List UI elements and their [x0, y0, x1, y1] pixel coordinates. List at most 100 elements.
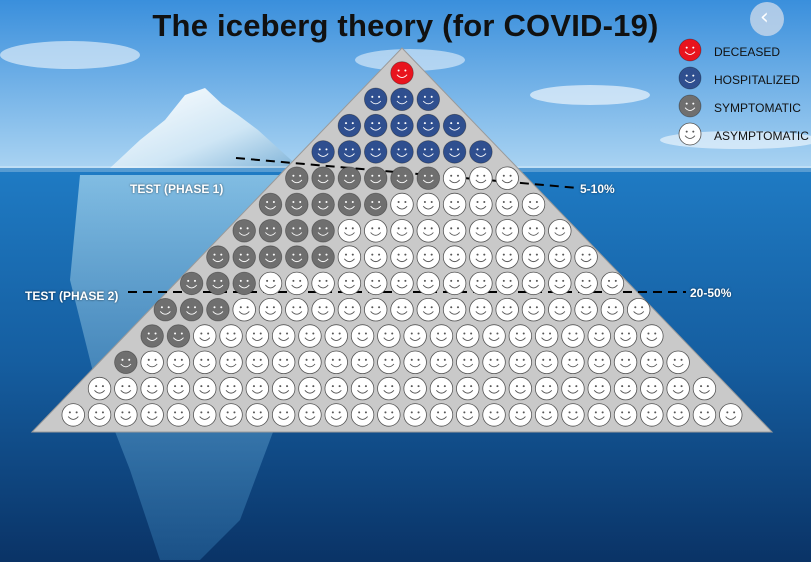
asymptomatic-face [166, 350, 191, 375]
asymptomatic-face [403, 403, 427, 427]
asymptomatic-face [429, 350, 454, 375]
symptomatic-face [285, 219, 309, 243]
asymptomatic-face [403, 324, 427, 348]
asymptomatic-face [193, 324, 217, 348]
asymptomatic-face [416, 192, 441, 217]
asymptomatic-face [640, 324, 664, 348]
symptomatic-face [258, 219, 283, 243]
asymptomatic-face [627, 298, 651, 322]
symptomatic-face [285, 245, 309, 269]
asymptomatic-face [508, 403, 533, 427]
cloud [530, 85, 650, 105]
symptomatic-face [311, 192, 335, 217]
asymptomatic-face [587, 403, 611, 427]
asymptomatic-face [219, 376, 243, 401]
asymptomatic-face [442, 271, 467, 296]
asymptomatic-face [337, 298, 362, 322]
asymptomatic-face [495, 192, 519, 217]
symptomatic-face [311, 166, 335, 190]
asymptomatic-face [561, 350, 585, 375]
asymptomatic-face [521, 298, 546, 322]
asymptomatic-face-icon [678, 122, 702, 146]
asymptomatic-face [390, 298, 414, 322]
asymptomatic-face [271, 376, 296, 401]
asymptomatic-face [719, 403, 743, 427]
asymptomatic-face [469, 245, 493, 269]
asymptomatic-face [508, 350, 533, 375]
asymptomatic-face [482, 376, 506, 401]
asymptomatic-face [587, 350, 611, 375]
asymptomatic-face [561, 376, 585, 401]
asymptomatic-face [416, 271, 441, 296]
asymptomatic-face [587, 376, 611, 401]
chevron-left-icon: ‹ [760, 5, 769, 30]
symptomatic-face [114, 350, 138, 375]
asymptomatic-face [324, 376, 348, 401]
asymptomatic-face [456, 403, 480, 427]
asymptomatic-face [416, 298, 441, 322]
asymptomatic-face [298, 403, 322, 427]
symptomatic-face [337, 192, 362, 217]
asymptomatic-face [548, 271, 572, 296]
asymptomatic-face [350, 324, 375, 348]
asymptomatic-face [285, 271, 309, 296]
asymptomatic-face [469, 192, 493, 217]
asymptomatic-face [495, 298, 519, 322]
previous-slide-button[interactable]: ‹ [750, 2, 784, 36]
symptomatic-face [206, 271, 230, 296]
asymptomatic-face [640, 350, 664, 375]
symptomatic-face [364, 166, 388, 190]
asymptomatic-face [548, 298, 572, 322]
symptomatic-face [285, 166, 309, 190]
asymptomatic-face [613, 403, 638, 427]
asymptomatic-face [469, 219, 493, 243]
asymptomatic-face [193, 350, 217, 375]
symptomatic-face [179, 271, 204, 296]
asymptomatic-face [87, 403, 112, 427]
asymptomatic-face [574, 298, 598, 322]
asymptomatic-face [666, 376, 690, 401]
hospitalized-face [337, 140, 362, 164]
asymptomatic-face [140, 376, 164, 401]
asymptomatic-face [613, 350, 638, 375]
symptomatic-face [258, 192, 283, 217]
symptomatic-face-icon [678, 94, 702, 118]
asymptomatic-face [678, 122, 702, 146]
asymptomatic-face [403, 376, 427, 401]
asymptomatic-face [350, 350, 375, 375]
symptomatic-face [364, 192, 388, 217]
symptomatic-face [232, 245, 256, 269]
asymptomatic-face [495, 245, 519, 269]
asymptomatic-face [561, 324, 585, 348]
asymptomatic-face [219, 324, 243, 348]
asymptomatic-face [403, 350, 427, 375]
asymptomatic-face [298, 376, 322, 401]
asymptomatic-face [390, 219, 414, 243]
asymptomatic-face [508, 324, 533, 348]
asymptomatic-face [219, 403, 243, 427]
asymptomatic-face [87, 376, 112, 401]
deceased-face [678, 38, 702, 62]
asymptomatic-face [429, 376, 454, 401]
asymptomatic-face [495, 166, 519, 190]
asymptomatic-face [219, 350, 243, 375]
symptomatic-face [153, 298, 178, 322]
asymptomatic-face [442, 192, 467, 217]
asymptomatic-face [495, 271, 519, 296]
asymptomatic-face [337, 271, 362, 296]
asymptomatic-face [561, 403, 585, 427]
asymptomatic-face [364, 298, 388, 322]
test-phase-2-label: TEST (PHASE 2) [25, 289, 119, 303]
test-phase-1-label: TEST (PHASE 1) [130, 182, 224, 196]
symptomatic-face [416, 166, 441, 190]
asymptomatic-face [429, 403, 454, 427]
asymptomatic-face [114, 403, 138, 427]
asymptomatic-face [416, 245, 441, 269]
symptomatic-face [678, 94, 702, 118]
symptomatic-face [140, 324, 164, 348]
legend-label: SYMPTOMATIC [714, 101, 801, 115]
asymptomatic-face [298, 350, 322, 375]
asymptomatic-face [534, 376, 559, 401]
